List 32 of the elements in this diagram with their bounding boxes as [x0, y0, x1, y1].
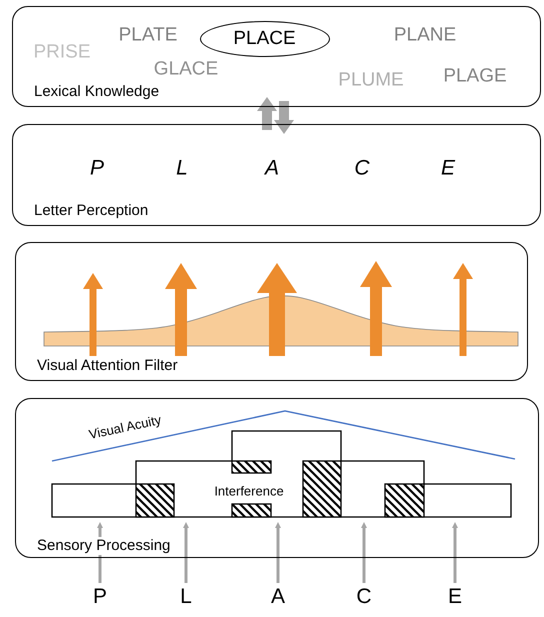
layer-label: Letter Perception	[33, 202, 150, 220]
axis-label: Visual Acuity	[88, 413, 162, 441]
arrow	[257, 97, 277, 130]
word: PLANE	[394, 26, 456, 44]
layer-label: Lexical Knowledge	[33, 83, 160, 101]
letter: A	[265, 158, 279, 178]
arrow	[452, 522, 458, 583]
word: GLACE	[154, 60, 218, 78]
word: PLUME	[338, 70, 404, 90]
stimulus-letter: C	[355, 585, 373, 609]
region-label: Interference	[214, 484, 284, 498]
stimulus-letter: E	[446, 585, 464, 609]
lexical-knowledge-panel	[12, 6, 541, 107]
arrow	[183, 522, 189, 583]
word: PLATE	[118, 26, 178, 44]
arrow	[361, 522, 367, 583]
letter: C	[354, 158, 370, 178]
sensory-processing-panel	[15, 398, 539, 558]
stimulus-letter: L	[177, 585, 195, 609]
layer-label: Sensory Processing	[36, 537, 172, 555]
letter: E	[441, 158, 455, 178]
stimulus-letter: A	[269, 585, 287, 609]
word: PLACE	[233, 28, 296, 50]
arrow	[275, 522, 281, 583]
word: PRISE	[33, 42, 91, 62]
letter: P	[90, 158, 104, 178]
attention-filter-panel	[15, 242, 528, 381]
arrow	[274, 101, 294, 134]
word: PLAGE	[443, 66, 507, 86]
stimulus-letter: P	[91, 585, 109, 609]
letter: L	[176, 158, 188, 178]
letter-perception-panel	[12, 124, 541, 226]
